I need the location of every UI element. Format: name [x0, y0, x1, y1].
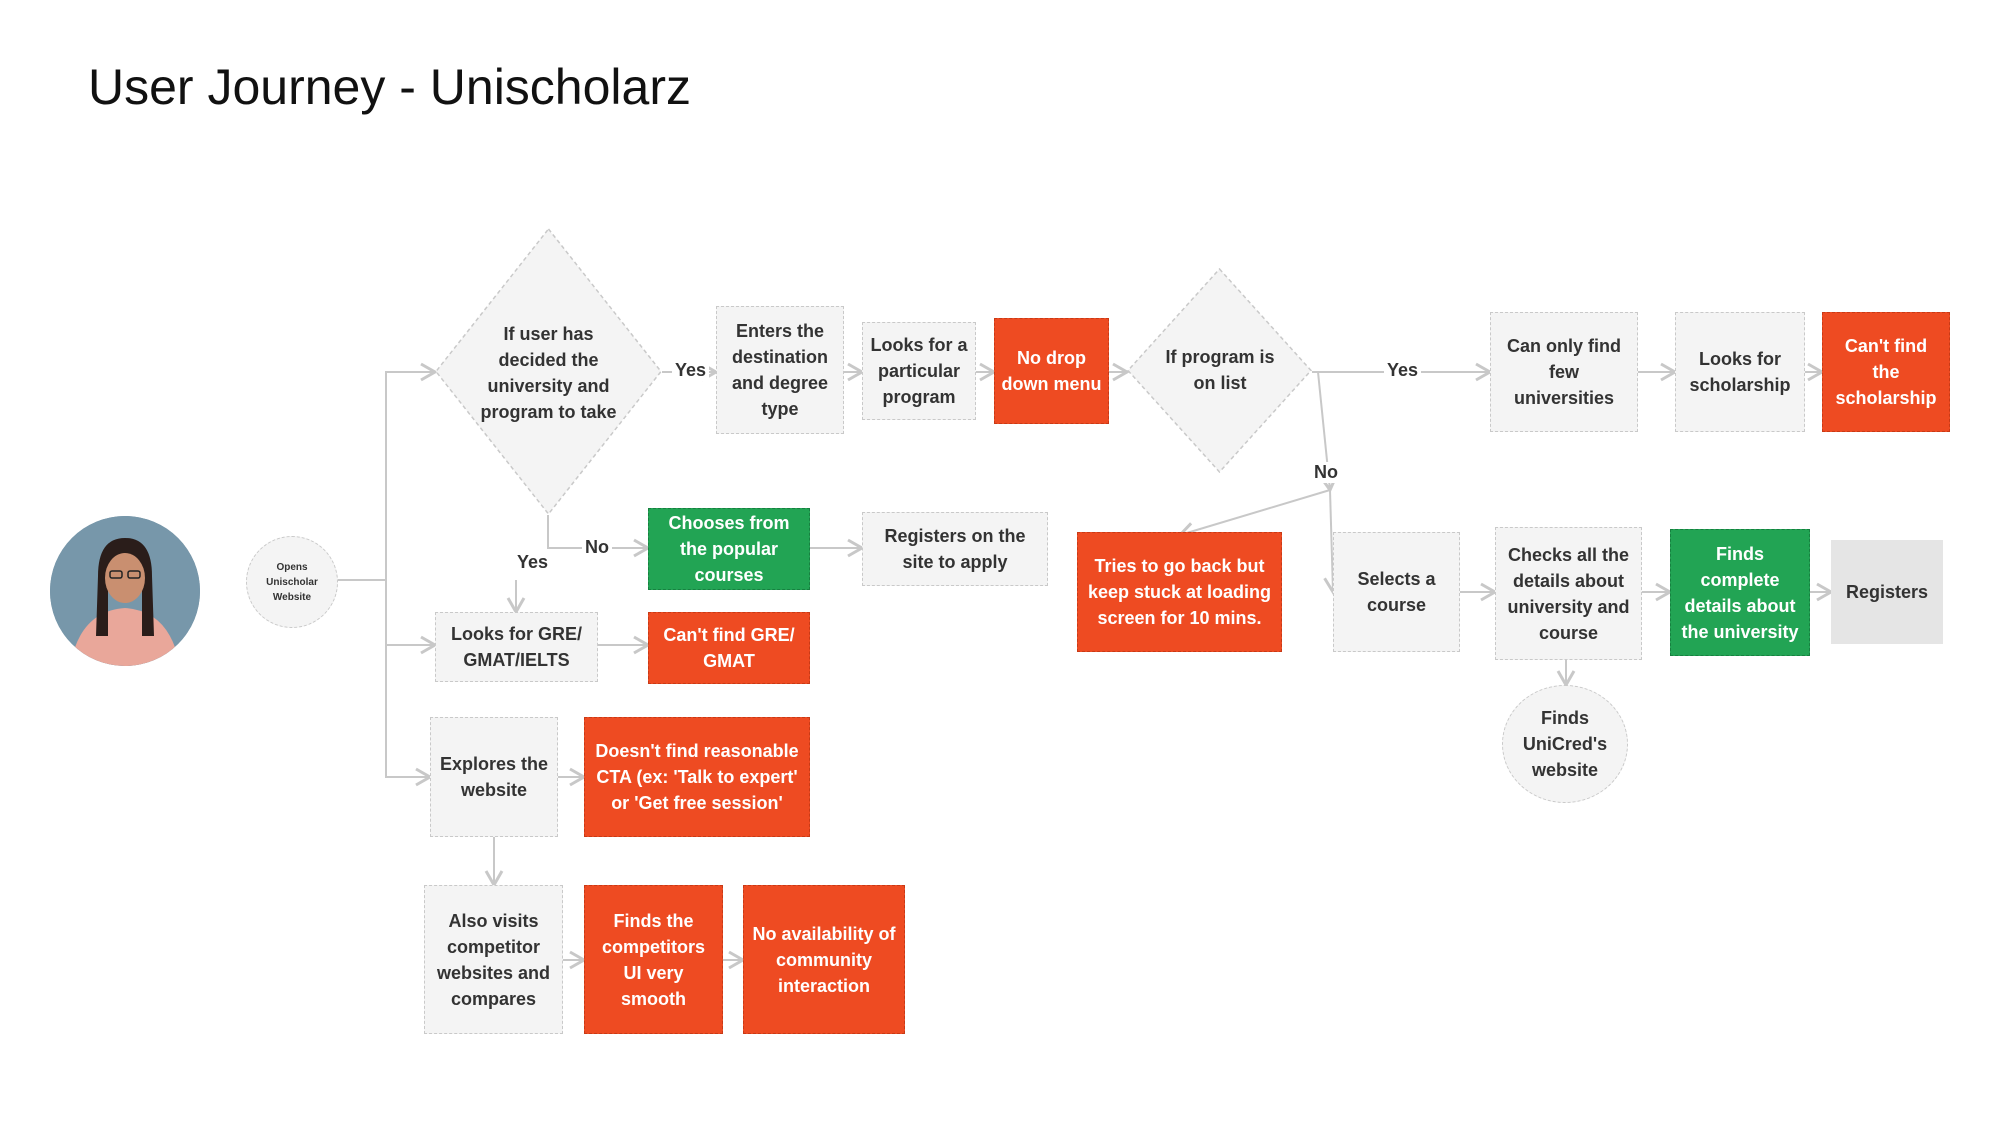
node-few-universities: Can only find few universities	[1490, 312, 1638, 432]
node-no-dropdown: No drop down menu	[994, 318, 1109, 424]
node-stuck-loading: Tries to go back but keep stuck at loadi…	[1077, 532, 1282, 652]
node-opens-website: Opens Unischolar Website	[246, 536, 338, 628]
node-registers: Registers	[1831, 540, 1943, 644]
decision-diamond-program	[1127, 268, 1312, 473]
node-explores-website: Explores the website	[430, 717, 558, 837]
node-looks-scholarship: Looks for scholarship	[1675, 312, 1805, 432]
decision-diamond-decided	[435, 228, 662, 515]
node-cant-find-gre: Can't find GRE/ GMAT	[648, 612, 810, 684]
node-selects-course: Selects a course	[1333, 532, 1460, 652]
node-looks-program: Looks for a particular program	[862, 322, 976, 420]
node-looks-gre: Looks for GRE/ GMAT/IELTS	[435, 612, 598, 682]
node-user-decided: If user has decided the university and p…	[480, 323, 617, 422]
node-visits-competitor: Also visits competitor websites and comp…	[424, 885, 563, 1034]
page-title: User Journey - Unischolarz	[88, 59, 691, 115]
node-chooses-popular: Chooses from the popular courses	[648, 508, 810, 590]
node-no-community: No availability of community interaction	[743, 885, 905, 1034]
edge-label-no-program: No	[1311, 462, 1341, 483]
edge-label-yes-decided: Yes	[672, 360, 710, 381]
edge-label-no-decided: No	[582, 537, 612, 558]
node-checks-details: Checks all the details about university …	[1495, 527, 1642, 660]
node-competitor-smooth: Finds the competitors UI very smooth	[584, 885, 723, 1034]
node-program-on-list: If program is on list	[1165, 347, 1275, 393]
node-cant-find-scholarship: Can't find the scholarship	[1822, 312, 1950, 432]
node-enters-destination: Enters the destination and degree type	[716, 306, 844, 434]
node-finds-unicred: Finds UniCred's website	[1502, 685, 1628, 803]
node-finds-complete: Finds complete details about the univers…	[1670, 529, 1810, 656]
user-avatar	[50, 516, 200, 666]
node-no-cta: Doesn't find reasonable CTA (ex: 'Talk t…	[584, 717, 810, 837]
edge-label-yes-program: Yes	[1384, 360, 1422, 381]
edge-label-yes-gre: Yes	[514, 552, 552, 573]
node-registers-apply: Registers on the site to apply	[862, 512, 1048, 586]
